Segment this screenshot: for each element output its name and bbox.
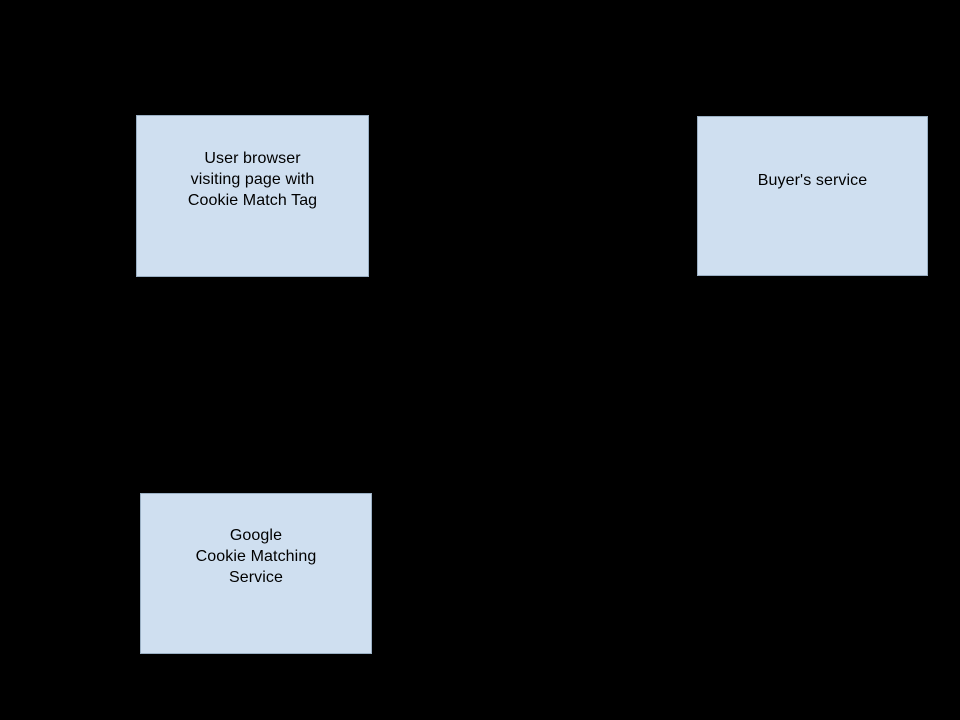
node-user-browser-label: User browser visiting page with Cookie M… [187,149,318,209]
node-google-cookie-matching-service-label: Google Cookie Matching Service [195,527,317,586]
node-buyers-service-label: Buyer's service [757,171,868,189]
node-google-cookie-matching-service[interactable]: Google Cookie Matching Service [140,493,372,654]
node-user-browser[interactable]: User browser visiting page with Cookie M… [136,115,369,277]
node-buyers-service[interactable]: Buyer's service [697,116,928,276]
